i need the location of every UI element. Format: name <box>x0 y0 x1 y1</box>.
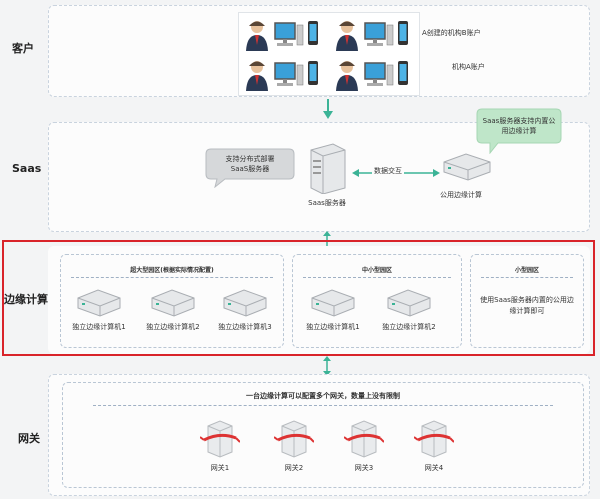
org-b-account-label: A创建的机构B账户 <box>422 29 481 37</box>
large-park-divider <box>71 277 273 278</box>
org-a-account-label: 机构A账户 <box>452 63 485 71</box>
edge-server-icon <box>311 289 355 317</box>
gateway-router-icon <box>200 420 240 458</box>
gateway-title: 一台边缘计算可以配置多个网关，数量上没有限制 <box>246 392 400 400</box>
gateway-item-label: 网关3 <box>354 464 374 472</box>
edge-highlight-border <box>2 240 595 356</box>
edge-server-icon <box>77 289 121 317</box>
builtin-edge-note: Saas服务器支持内置公用边缘计算 <box>476 108 562 154</box>
gateway-inner-box: 一台边缘计算可以配置多个网关，数量上没有限制 <box>62 382 584 488</box>
distributed-deploy-note: 支持分布式部署SaaS服务器 <box>205 148 295 188</box>
edge-server-icon <box>223 289 267 317</box>
saas-server-icon <box>310 143 346 194</box>
medium-park-divider <box>303 277 451 278</box>
small-park-divider <box>481 277 573 278</box>
edge-machine-label: 独立边缘计算机1 <box>306 323 360 331</box>
edge-machine-label: 独立边缘计算机2 <box>382 323 436 331</box>
edge-machine-label: 独立边缘计算机2 <box>146 323 200 331</box>
customer-devices-group <box>238 12 420 96</box>
public-edge-server-icon <box>443 153 491 181</box>
gateway-item-label: 网关4 <box>424 464 444 472</box>
user-computer-phone-icon <box>336 21 408 51</box>
arrow-down-icon <box>323 111 333 119</box>
customer-label: 客户 <box>12 42 34 55</box>
data-exchange-label: 数据交互 <box>372 166 404 176</box>
saas-server-label: Saas服务器 <box>308 199 346 207</box>
distributed-deploy-text: 支持分布式部署SaaS服务器 <box>225 155 275 173</box>
user-computer-phone-icon <box>336 61 408 91</box>
gateway-divider <box>93 405 553 406</box>
gateway-label: 网关 <box>18 432 40 445</box>
gateway-router-icon <box>344 420 384 458</box>
gateway-router-icon <box>414 420 454 458</box>
edge-machine-label: 独立边缘计算机1 <box>72 323 126 331</box>
large-park-title: 超大型园区(根据实际情况配置) <box>130 267 214 274</box>
public-edge-label: 公用边缘计算 <box>440 191 482 199</box>
user-computer-phone-icon <box>246 21 318 51</box>
user-computer-phone-icon <box>246 61 318 91</box>
gateway-item-label: 网关1 <box>210 464 230 472</box>
small-park-box: 小型园区 使用Saas服务器内置的公用边缘计算即可 <box>470 254 584 348</box>
edge-machine-label: 独立边缘计算机3 <box>218 323 272 331</box>
edge-gateway-arrow <box>323 356 331 376</box>
gateway-router-icon <box>274 420 314 458</box>
medium-park-title: 中小型园区 <box>361 267 392 274</box>
edge-server-icon <box>151 289 195 317</box>
customer-to-saas-arrow <box>327 99 329 113</box>
builtin-edge-text: Saas服务器支持内置公用边缘计算 <box>482 117 556 135</box>
edge-server-icon <box>387 289 431 317</box>
edge-label: 边缘计算 <box>4 293 48 306</box>
saas-label: Saas <box>12 162 42 175</box>
small-park-title: 小型园区 <box>514 267 539 274</box>
gateway-item-label: 网关2 <box>284 464 304 472</box>
small-park-text: 使用Saas服务器内置的公用边缘计算即可 <box>480 296 574 315</box>
